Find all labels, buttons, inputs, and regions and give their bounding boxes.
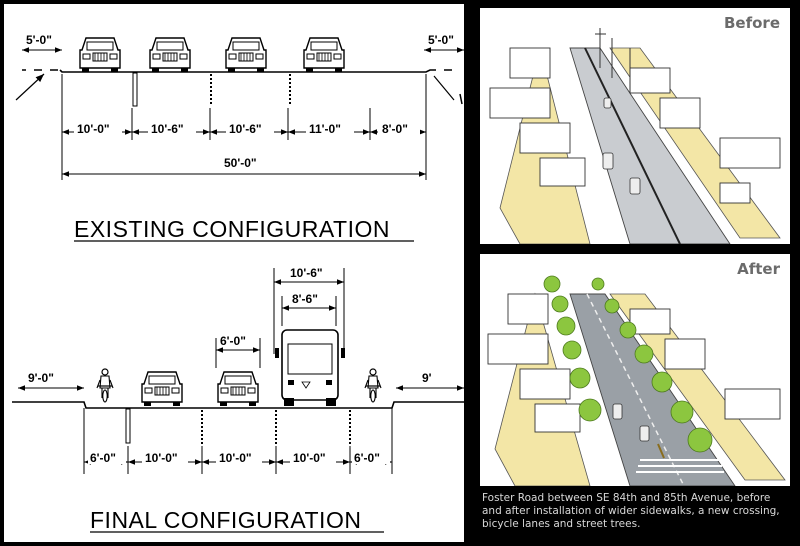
existing-total-dim: 50'-0" [224,156,257,170]
final-sidewalk-left-dim: 9'-0" [28,371,54,385]
existing-sidewalk-left-dim: 5'-0" [26,33,52,47]
existing-car-4 [303,37,345,73]
existing-lane-5-dim: 8'-0" [382,122,408,136]
before-street-illustration [480,8,790,244]
existing-sidewalk-right-dim: 5'-0" [428,33,454,47]
final-heading: FINAL CONFIGURATION [90,507,361,533]
final-lane-1-dim: 6'-0" [90,451,116,465]
after-sketch: After [480,254,790,486]
before-label: Before [723,14,780,32]
final-lane-3-dim: 10'-0" [219,451,252,465]
final-lane-2-dim: 10'-0" [145,451,178,465]
figure-caption: Foster Road between SE 84th and 85th Ave… [482,492,780,530]
final-lane-5-dim: 6'-0" [354,451,380,465]
cross-section-drawing: 5'-0" 5'-0" [12,33,464,533]
final-cyclist-left [96,368,114,403]
final-bus-inner-dim: 8'-6" [292,292,318,306]
existing-car-3 [225,37,267,73]
existing-lane-1-dim: 10'-0" [77,122,110,136]
existing-lane-3-dim: 10'-6" [229,122,262,136]
after-street-illustration [480,254,790,486]
existing-car-1 [79,37,121,73]
existing-lane-4-dim: 11'-0" [309,122,341,136]
sketch-panel: Before [474,4,796,542]
before-sketch: Before [480,8,790,244]
cross-section-panel: 5'-0" 5'-0" [4,4,464,542]
final-bus [275,329,345,406]
final-car-1 [141,371,183,407]
existing-car-2 [149,37,191,73]
final-cyclist-right [364,368,382,403]
final-lane-4-dim: 10'-0" [293,451,326,465]
street-trees [543,275,713,453]
final-car-2 [217,371,259,407]
after-label: After [737,260,780,278]
final-sidewalk-right-dim: 9' [422,371,432,385]
existing-lane-2-dim: 10'-6" [151,122,184,136]
final-car-width-dim: 6'-0" [220,334,246,348]
final-bus-width-dim: 10'-6" [290,266,323,280]
existing-heading: EXISTING CONFIGURATION [74,216,390,242]
